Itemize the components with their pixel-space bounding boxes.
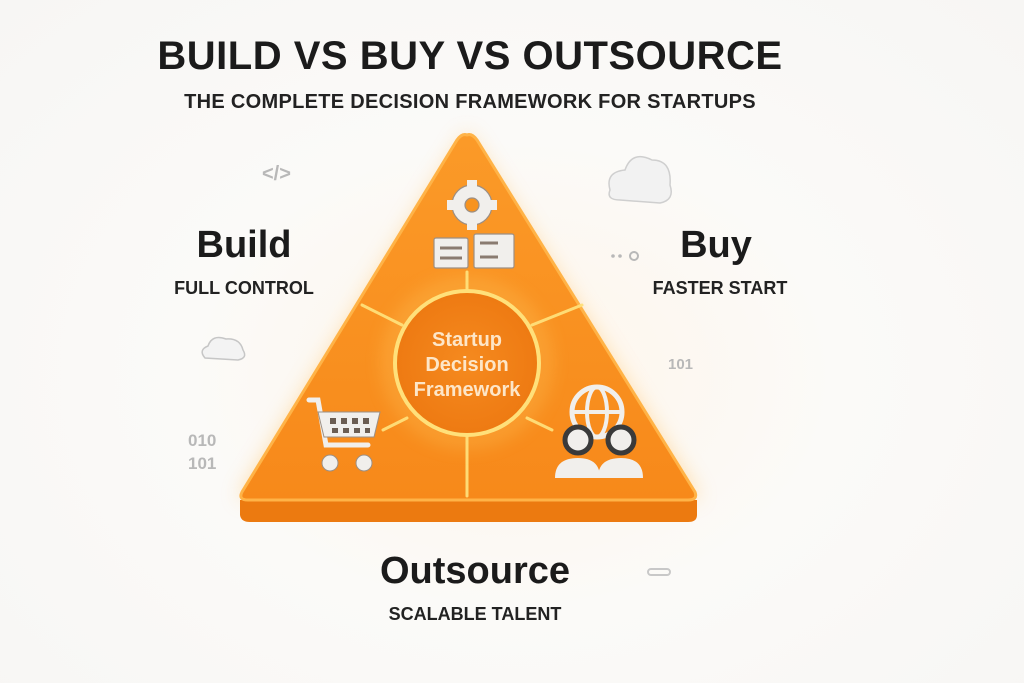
- option-build-title: Build: [196, 224, 292, 266]
- shopping-cart-icon: [306, 397, 381, 472]
- code-icon: </>: [262, 163, 291, 185]
- pill-icon: [647, 568, 671, 576]
- center-circle: [393, 289, 541, 437]
- gear-server-icon: [433, 180, 515, 269]
- option-outsource-title: Outsource: [379, 550, 571, 592]
- binary-text: 101: [668, 356, 694, 373]
- page-subtitle: THE COMPLETE DECISION FRAMEWORK FOR STAR…: [184, 91, 756, 113]
- cloud-icon: [201, 336, 246, 361]
- center-label-line: Startup: [432, 329, 502, 351]
- option-buy-tagline: FASTER START: [652, 278, 788, 298]
- option-outsource-tagline: SCALABLE TALENT: [388, 604, 562, 624]
- globe-people-icon: [555, 384, 643, 478]
- dots-icon: [611, 251, 639, 261]
- page-title: BUILD VS BUY VS OUTSOURCE: [157, 34, 783, 78]
- center-label-line: Framework: [413, 379, 521, 401]
- binary-text: 101: [188, 454, 217, 473]
- center-label-line: Decision: [425, 354, 509, 376]
- binary-text: 010: [188, 431, 217, 450]
- center-label: Startup Decision Framework: [414, 328, 521, 403]
- cloud-icon: [608, 155, 672, 204]
- triangle-base-edge: [240, 500, 697, 522]
- option-build-tagline: FULL CONTROL: [174, 278, 314, 298]
- option-buy-title: Buy: [680, 224, 752, 266]
